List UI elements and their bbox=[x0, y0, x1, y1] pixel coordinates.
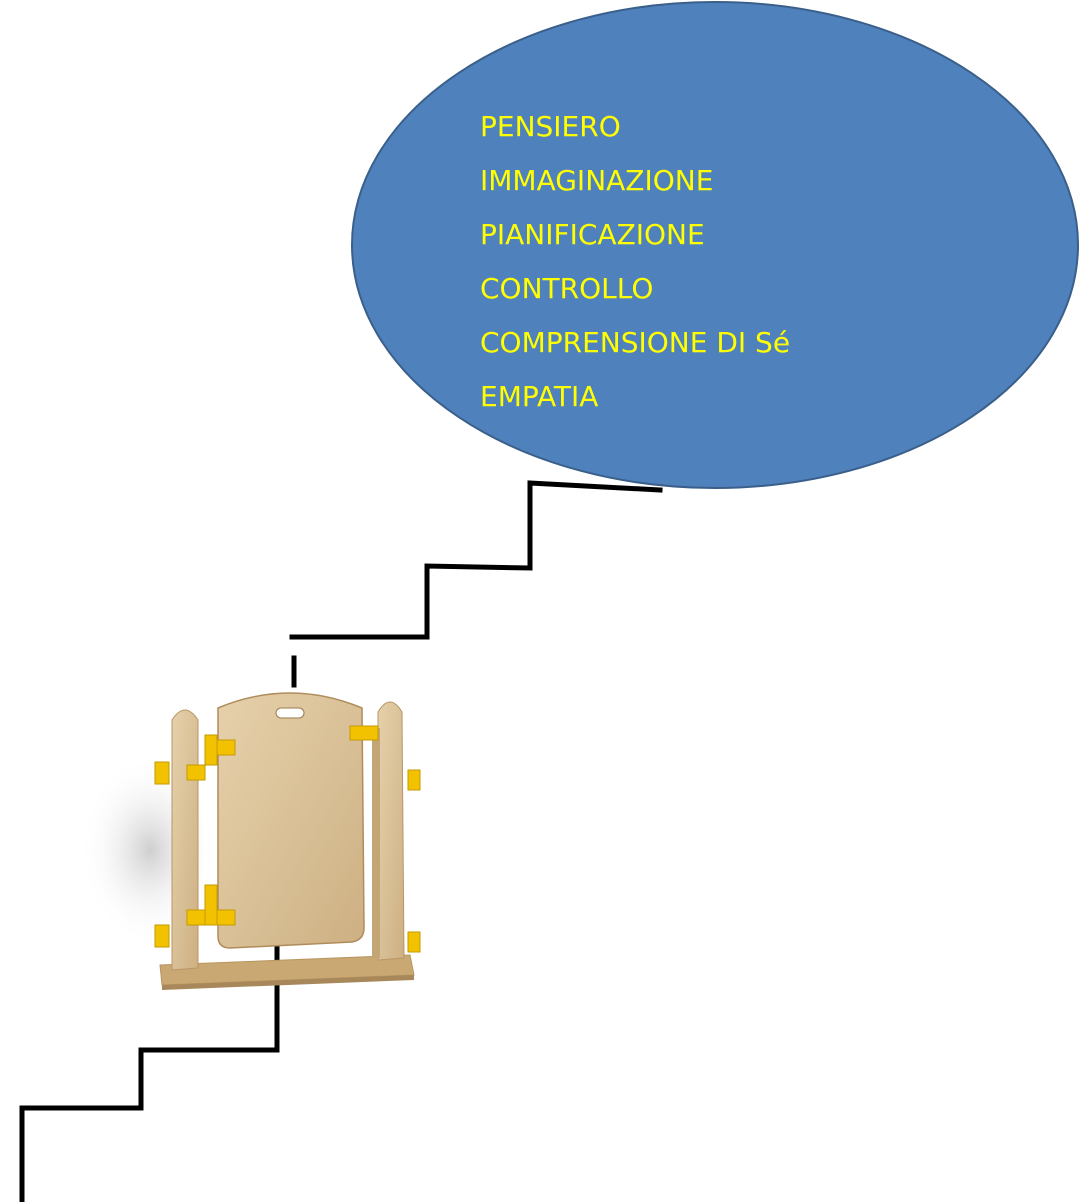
bubble-line-controllo: CONTROLLO bbox=[480, 262, 900, 316]
bubble-line-empatia: EMPATIA bbox=[480, 370, 900, 424]
bubble-line-comprensione: COMPRENSIONE DI Sé bbox=[480, 316, 900, 370]
bubble-line-pianificazione: PIANIFICAZIONE bbox=[480, 208, 900, 262]
bubble-line-immaginazione: IMMAGINAZIONE bbox=[480, 154, 900, 208]
bubble-line-pensiero: PENSIERO bbox=[480, 100, 900, 154]
wooden-gate-icon bbox=[80, 693, 420, 990]
staircase-upper bbox=[292, 483, 660, 685]
bubble-text: PENSIERO IMMAGINAZIONE PIANIFICAZIONE CO… bbox=[480, 100, 900, 424]
